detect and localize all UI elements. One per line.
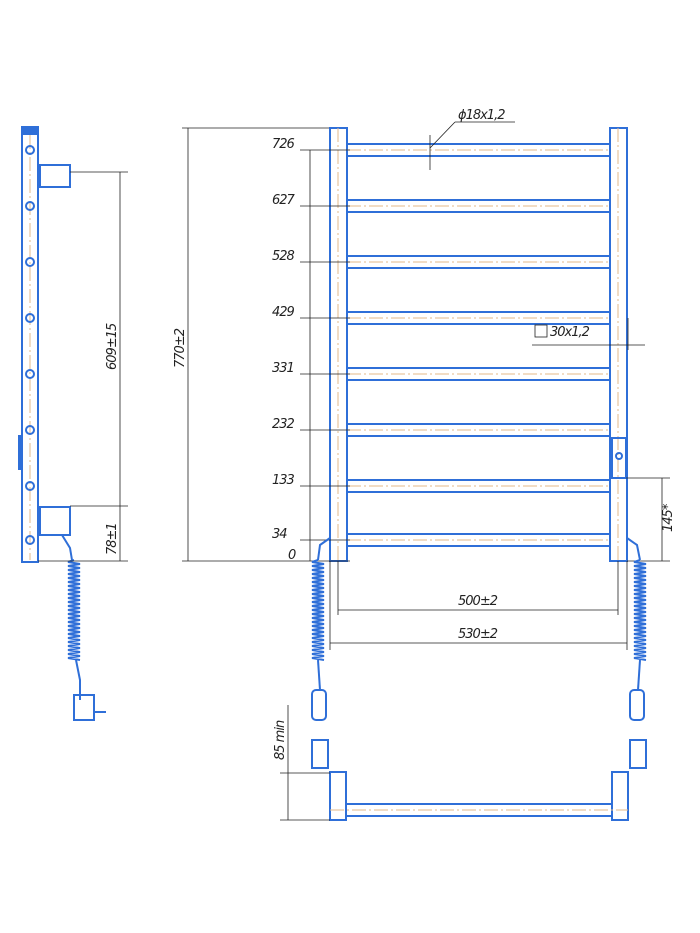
mount-offset-label: 78±1 — [105, 523, 120, 555]
mount-spacing-label: 609±15 — [105, 323, 120, 370]
rung-section-icon — [25, 257, 35, 267]
rung-section-icon — [25, 313, 35, 323]
total-height-label: 770±2 — [173, 328, 188, 368]
upright-profile-label: 30x1,2 — [550, 325, 590, 340]
rung-level-label: 429 — [272, 305, 295, 320]
rung-section-icon — [25, 201, 35, 211]
rung-level-label: 627 — [272, 193, 296, 208]
rung-level-label: 232 — [272, 417, 295, 432]
rung-section-icon — [25, 535, 35, 545]
rung-level-label: 528 — [272, 249, 295, 264]
rung-level-label: 34 — [272, 527, 287, 542]
heater-height-label: 145* — [661, 503, 676, 532]
tube-diameter-label: ϕ18x1,2 — [458, 108, 505, 123]
rung-level-label: 0 — [288, 548, 296, 563]
rung-section-icon — [25, 369, 35, 379]
bottom-view: 85 min — [273, 705, 647, 821]
rung-level-label: 331 — [272, 361, 294, 376]
side-view: 609±15 78±1 770±2 — [18, 126, 330, 721]
inner-width-label: 500±2 — [458, 594, 498, 609]
rung-section-icon — [25, 145, 35, 155]
rung-level-label: 726 — [272, 137, 295, 152]
outer-width-label: 530±2 — [458, 627, 498, 642]
min-clearance-label: 85 min — [273, 720, 288, 760]
rung-level-label: 133 — [272, 473, 295, 488]
rung-section-icon — [25, 425, 35, 435]
rung-section-icon — [25, 481, 35, 491]
